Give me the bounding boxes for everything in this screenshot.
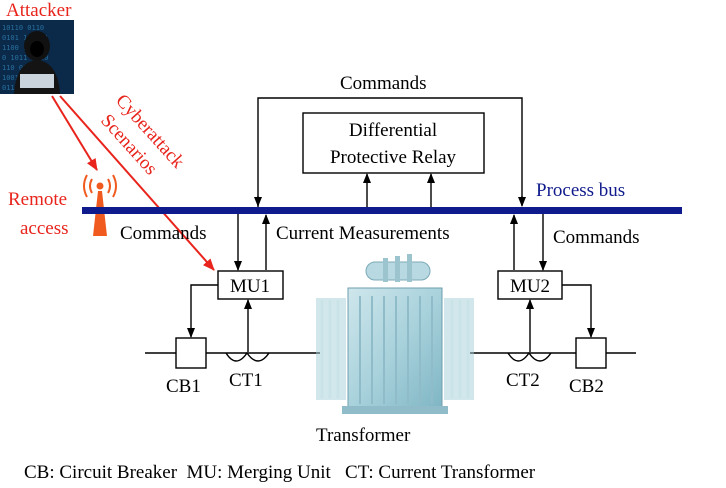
right-commands-label: Commands <box>553 227 640 248</box>
antenna-icon <box>83 174 117 236</box>
cb1-box <box>175 337 207 369</box>
relay-label-2: Protective Relay <box>330 147 457 168</box>
mu2-to-cb2 <box>562 284 595 338</box>
commands-loop <box>257 97 523 207</box>
cb1-label: CB1 <box>166 376 201 397</box>
ct2-label: CT2 <box>506 370 540 391</box>
svg-text:1100 10: 1100 10 <box>2 44 32 52</box>
mu2-label: MU2 <box>510 276 550 297</box>
attacker-image: 10110 0110 0101 1001 1 1100 10 0 1011 0110… <box>0 20 74 94</box>
transformer-image <box>316 254 474 414</box>
svg-text:110 0101: 110 0101 <box>2 64 36 72</box>
ct2-coil <box>507 351 552 362</box>
process-bus-label: Process bus <box>536 180 625 201</box>
mu-attack-arrow <box>59 95 215 271</box>
top-commands-label: Commands <box>340 73 427 94</box>
cb2-label: CB2 <box>569 376 604 397</box>
current-measurements-label: Current Measurements <box>276 223 450 244</box>
process-bus-line <box>82 207 682 214</box>
legend-text: CB: Circuit Breaker MU: Merging Unit CT:… <box>24 462 536 483</box>
transformer-label: Transformer <box>316 425 411 446</box>
ct1-label: CT1 <box>229 370 263 391</box>
svg-text:10110 0110: 10110 0110 <box>2 24 44 32</box>
attacker-label: Attacker <box>6 0 72 21</box>
left-commands-label: Commands <box>120 223 207 244</box>
ct1-coil <box>225 351 270 362</box>
cb2-box <box>575 337 607 369</box>
remote-label-1: Remote <box>8 189 67 210</box>
remote-label-2: access <box>20 218 69 239</box>
svg-text:0 1011 0110: 0 1011 0110 <box>2 54 48 62</box>
relay-label-1: Differential <box>349 120 437 141</box>
remote-attack-arrow <box>51 95 98 171</box>
mu1-label: MU1 <box>230 276 270 297</box>
svg-text:0101 1001 1: 0101 1001 1 <box>2 34 48 42</box>
mu1-to-cb1 <box>187 284 218 338</box>
relay-box <box>302 112 485 174</box>
